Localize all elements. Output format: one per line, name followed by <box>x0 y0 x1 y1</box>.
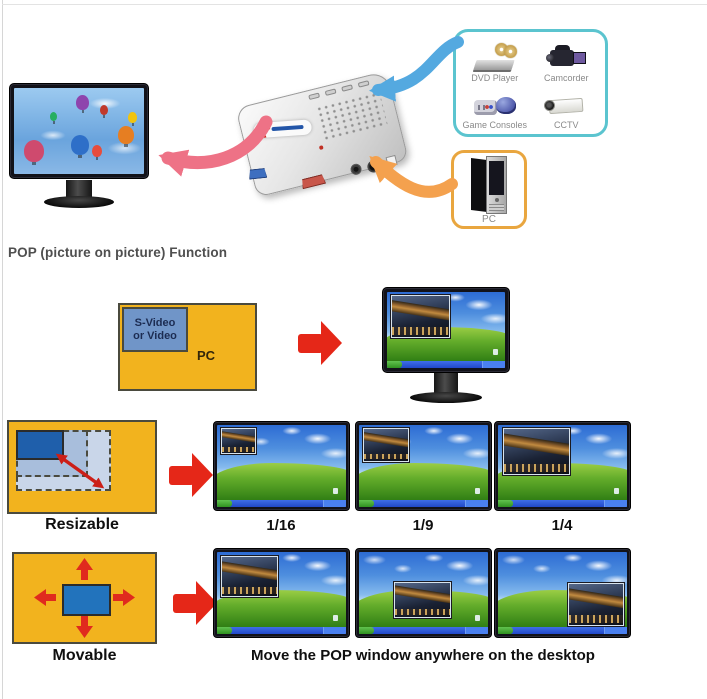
source-label: DVD Player <box>471 73 519 84</box>
movable-label: Movable <box>52 647 117 664</box>
output-monitor <box>9 83 149 179</box>
source-cctv: CCTV <box>531 84 603 131</box>
pip-label-line1: S-Video <box>134 316 176 329</box>
move-arrows-icon <box>34 558 135 638</box>
red-arrow-icon <box>168 452 214 498</box>
av-sources-box: DVD Player Camcorder Game Consoles CCTV <box>453 29 608 137</box>
pc-tower-icon <box>468 156 510 214</box>
monitor-pop-1-4 <box>494 421 631 511</box>
pop-window <box>220 556 278 598</box>
fraction-label: 1/9 <box>412 517 434 534</box>
pc-label: PC <box>482 214 496 225</box>
section-heading: POP (picture on picture) Function <box>8 245 228 260</box>
game-consoles-icon <box>472 90 518 120</box>
resizable-label: Resizable <box>45 516 119 533</box>
page-top-border <box>2 4 707 5</box>
svideo-port-icon <box>366 159 381 174</box>
monitor-pop-center <box>355 548 492 638</box>
source-label: Camcorder <box>543 73 589 84</box>
pop-window <box>567 583 625 626</box>
cctv-icon <box>543 90 589 120</box>
vga-converter-device <box>235 70 412 198</box>
desktop-schematic: S-Video or Video PC <box>118 303 257 391</box>
pip-window-schematic: S-Video or Video <box>122 307 188 352</box>
resizable-schematic <box>7 420 157 514</box>
vga-port-icon <box>248 168 267 180</box>
pop-result-monitor <box>382 287 510 373</box>
dvd-player-icon <box>472 43 518 73</box>
fraction-label: 1/4 <box>551 517 573 534</box>
monitor-stand-base <box>44 196 114 208</box>
movable-caption: Move the POP window anywhere on the desk… <box>251 647 595 664</box>
converter-body <box>235 70 409 198</box>
page-left-border <box>2 0 3 699</box>
monitor-stand-base <box>410 392 482 403</box>
source-label: CCTV <box>554 120 579 131</box>
monitor-pop-1-9 <box>355 421 492 511</box>
source-camcorder: Camcorder <box>531 37 603 84</box>
pc-source-box: PC <box>451 150 527 229</box>
movable-schematic <box>12 552 157 644</box>
resize-arrow-icon <box>55 453 105 489</box>
pop-window <box>393 581 451 618</box>
camcorder-icon <box>543 43 589 73</box>
converter-logo <box>253 119 313 139</box>
switch-port-icon <box>385 154 398 168</box>
pip-window-schematic <box>62 584 111 616</box>
pop-window <box>390 295 450 338</box>
vga-port-2-icon <box>300 174 326 190</box>
pip-label-line2: or Video <box>133 329 177 342</box>
red-arrow-icon <box>172 580 218 626</box>
power-led <box>318 145 324 151</box>
monitor-stand <box>66 180 92 198</box>
red-arrow-icon <box>297 320 343 366</box>
converter-vent-grill <box>315 90 388 142</box>
xp-desktop <box>387 292 505 368</box>
pop-window <box>362 428 410 462</box>
source-game-consoles: Game Consoles <box>459 84 531 131</box>
pop-window <box>220 428 256 454</box>
monitor-pop-bottom-right <box>494 548 631 638</box>
source-label: Game Consoles <box>462 120 528 131</box>
monitor-pop-top-left <box>213 548 350 638</box>
desktop-pc-label: PC <box>196 347 215 363</box>
balloon-festival-image <box>14 88 144 174</box>
fraction-label: 1/16 <box>266 517 296 534</box>
rca-port-icon <box>349 162 363 176</box>
monitor-pop-1-16 <box>213 421 350 511</box>
source-dvd-player: DVD Player <box>459 37 531 84</box>
pop-window <box>503 428 571 475</box>
monitor-stand <box>434 373 458 393</box>
